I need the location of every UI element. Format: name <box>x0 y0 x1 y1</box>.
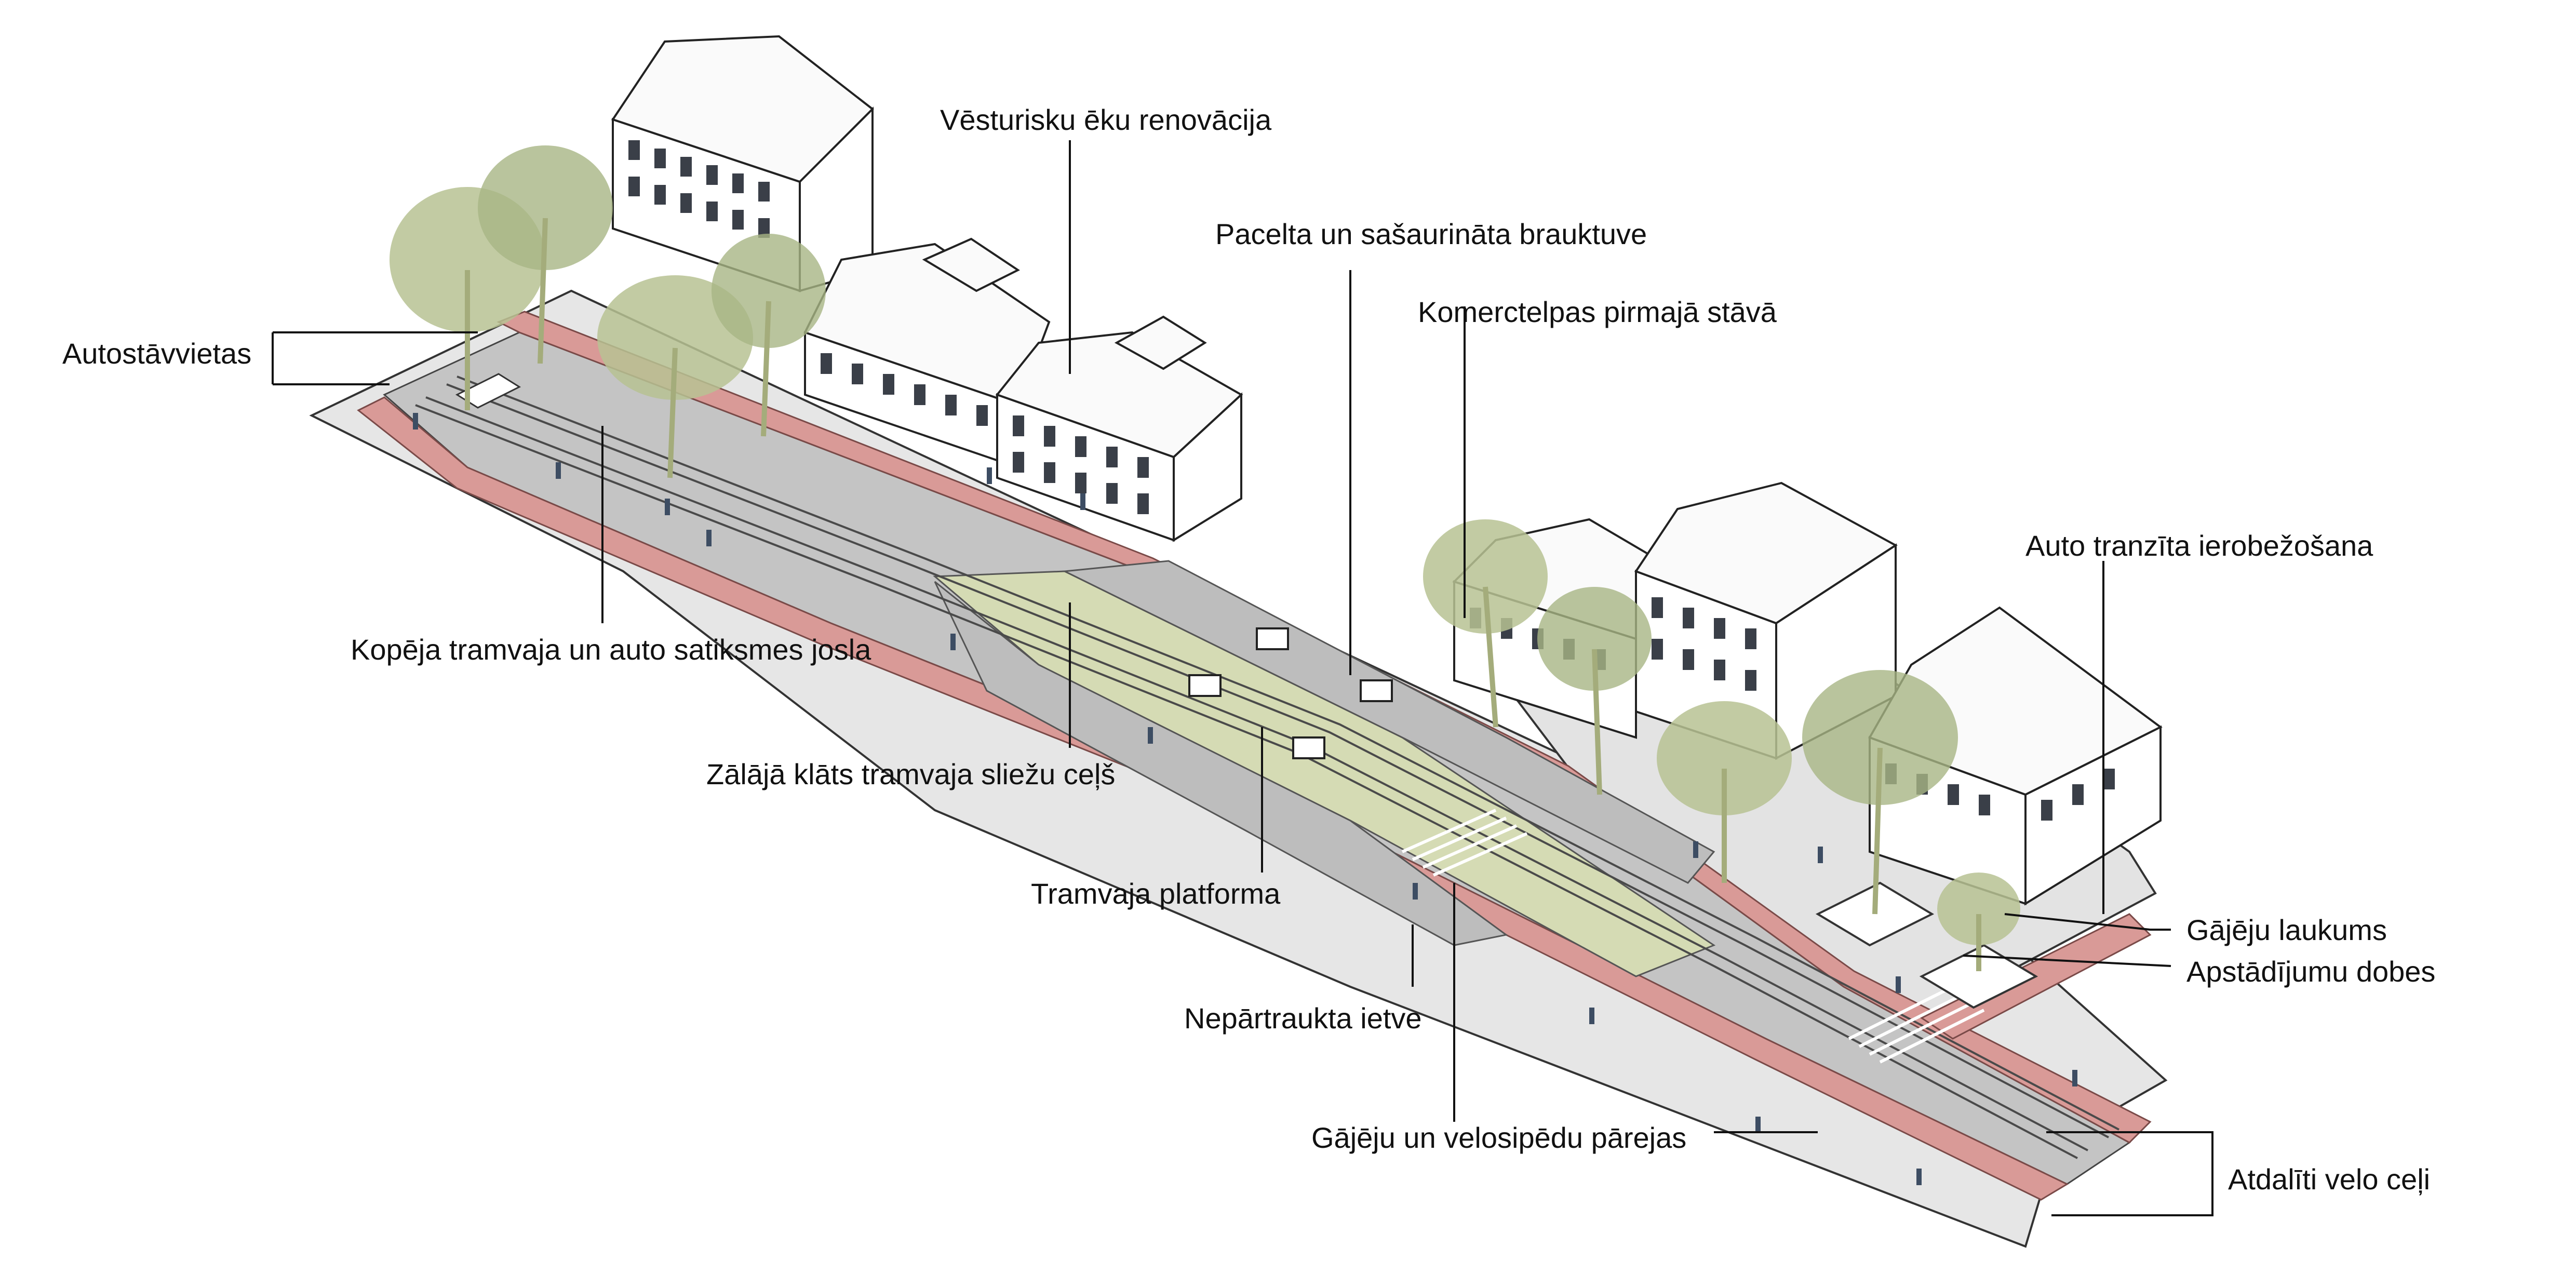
tram-shelter <box>1360 679 1393 702</box>
tram-platform-north <box>1062 560 1715 884</box>
label-historic-renovation: Vēsturisku ēku renovācija <box>940 103 1272 136</box>
label-separated-bike-lanes: Atdalīti velo ceļi <box>2228 1163 2430 1196</box>
tram-shelter <box>1256 627 1289 650</box>
pedestrian <box>1755 1117 1761 1133</box>
tree <box>1423 519 1548 728</box>
callout-lines <box>272 140 2213 1216</box>
pedestrian <box>413 413 418 430</box>
leader-parking <box>272 331 478 385</box>
building-tall-left-windows <box>628 140 770 238</box>
trees <box>390 145 2020 971</box>
tree <box>1657 701 1792 883</box>
pedestrian <box>950 634 956 650</box>
label-commercial-ground-floor: Komerctelpas pirmajā stāvā <box>1418 296 1777 328</box>
pedestrian <box>1080 493 1085 510</box>
label-planting-beds: Apstādījumu dobes <box>2186 955 2435 988</box>
tree <box>712 234 826 437</box>
building-historic-left <box>995 315 1243 542</box>
label-pedestrian-square: Gājēju laukums <box>2186 914 2387 946</box>
pedestrian <box>1818 847 1823 863</box>
tram-platform-south <box>934 581 1508 946</box>
buildings-left <box>611 35 1243 542</box>
label-raised-roadway: Pacelta un sašaurināta brauktuve <box>1215 218 1647 250</box>
labels: Autostāvvietas Vēsturisku ēku renovācija… <box>62 103 2435 1196</box>
tram-shelters <box>1188 627 1393 759</box>
label-tram-platform: Tramvaja platforma <box>1031 877 1281 910</box>
pedestrian <box>1693 841 1698 858</box>
pedestrian <box>1916 1169 1922 1185</box>
label-shared-lane: Kopēja tramvaja un auto satiksmes josla <box>351 633 871 666</box>
label-parking: Autostāvvietas <box>62 337 251 370</box>
tree <box>1537 587 1652 795</box>
pedestrian <box>987 467 992 484</box>
pedestrian <box>556 462 561 479</box>
label-grass-track: Zālājā klāts tramvaja sliežu ceļš <box>706 758 1115 790</box>
crosswalk-markings <box>1401 809 1985 1064</box>
label-continuous-sidewalk: Nepārtraukta ietve <box>1184 1002 1422 1035</box>
tree <box>1802 670 1958 915</box>
leader-crossings <box>1453 883 1818 1133</box>
pedestrian <box>706 530 712 546</box>
tram-shelter <box>1188 674 1222 697</box>
leader-bike-lanes <box>2046 1131 2213 1216</box>
planting-bed-3 <box>455 373 521 409</box>
leader-pedestrian-square <box>2004 913 2171 931</box>
pedestrian <box>1148 727 1153 744</box>
label-crossings: Gājēju un velosipēdu pārejas <box>1311 1121 1686 1154</box>
label-transit-restriction: Auto tranzīta ierobežošana <box>2025 529 2373 562</box>
pedestrian <box>1896 976 1901 993</box>
pedestrians <box>413 413 2077 1185</box>
building-middle-left <box>803 237 1051 469</box>
pedestrian <box>665 499 670 515</box>
pedestrian <box>1589 1008 1594 1024</box>
tram-shelter <box>1292 736 1325 759</box>
tree <box>1937 873 2020 971</box>
building-commercial-3 <box>1868 606 2163 906</box>
leader-planting-beds <box>1963 955 2171 967</box>
pedestrian <box>2072 1070 2077 1086</box>
tree <box>478 145 613 364</box>
street-ground <box>309 289 2168 1248</box>
pedestrian <box>1413 883 1418 900</box>
